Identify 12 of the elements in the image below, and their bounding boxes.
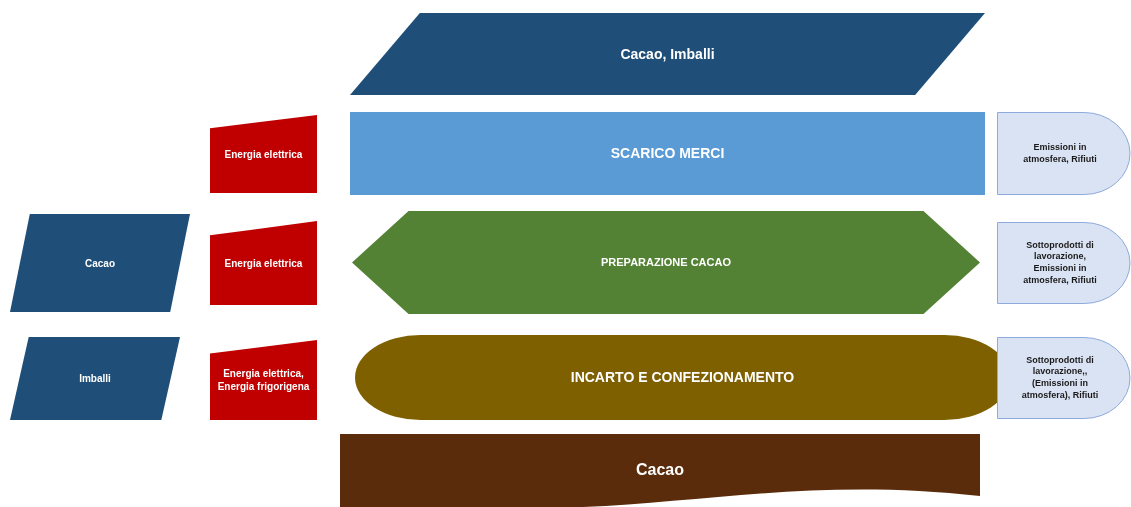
shape-label: SCARICO MERCI: [610, 144, 725, 163]
shape-label: Emissioni in atmosfera, Rifiuti: [1022, 141, 1098, 166]
shape-label: Cacao: [636, 460, 684, 481]
shape-label: Energia elettrica: [224, 256, 303, 270]
shape-label: Imballi: [79, 372, 111, 385]
shape-label: Energia elettrica: [224, 147, 303, 161]
shape-label: Cacao: [85, 256, 115, 270]
shape-label: Cacao, Imballi: [620, 44, 715, 64]
shape-label: Energia elettrica, Energia frigorigena: [216, 367, 311, 393]
shape-label: PREPARAZIONE CACAO: [601, 255, 731, 270]
shape-label: Sottoprodotti di lavorazione,, (Emissioni in atmosfera), Rifiuti: [1020, 354, 1100, 402]
shape-label: Sottoprodotti di lavorazione, Emissioni in atmosfera, Rifiuti: [1022, 239, 1098, 287]
